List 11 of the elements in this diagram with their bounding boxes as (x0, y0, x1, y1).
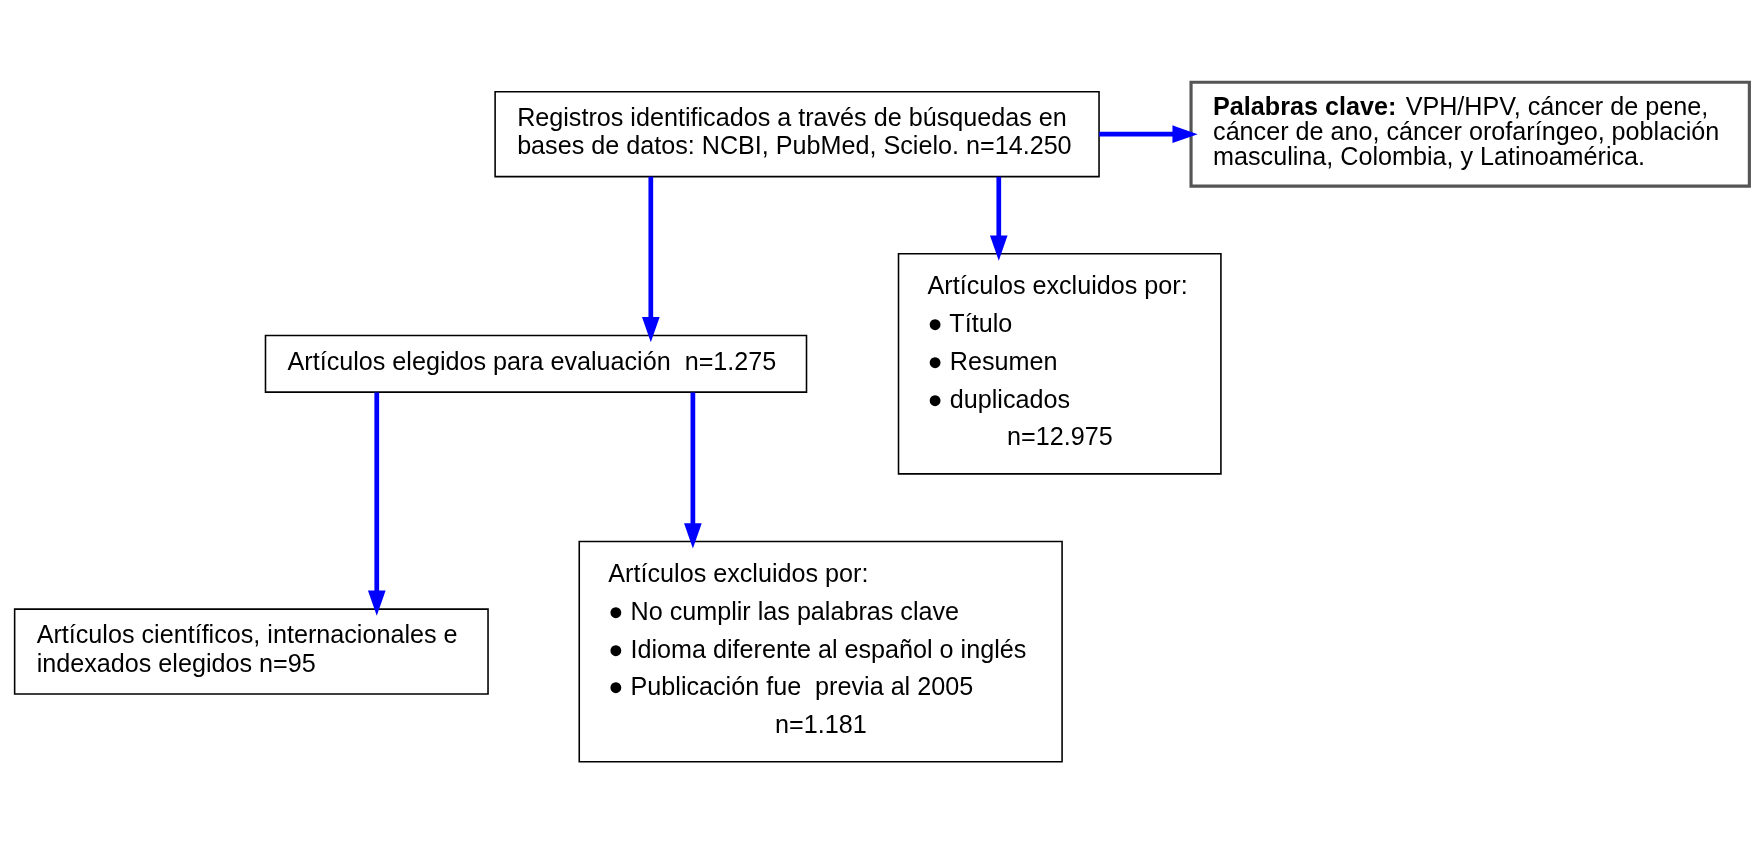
arrow (641, 176, 660, 343)
node-box: Registros identificados a través de búsquedas en bases de datos: NCBI, PubMed, Scielo. n=14.250 (494, 90, 1100, 178)
node-box: Palabras clave: VPH/HPV, cáncer de pene, cáncer de ano, cáncer orofaríngeo, población masculina, Colombia, y Latinoamérica. (1189, 80, 1751, 188)
arrow (367, 392, 386, 616)
arrow (1099, 125, 1198, 144)
node-box: Artículos científicos, internacionales e indexados elegidos n=95 (13, 608, 489, 695)
node-box: Artículos excluidos por: ● No cumplir las palabras clave ● Idioma diferente al español o inglés ● Publicación fue previa al 2005 n=1.181 (578, 540, 1063, 763)
node-box: Artículos excluidos por: ● Título ● Resumen ● duplicados n=12.975 (897, 252, 1222, 475)
arrow (989, 176, 1008, 261)
arrow (684, 392, 702, 549)
node-box: Artículos elegidos para evaluación n=1.275 (264, 334, 808, 393)
